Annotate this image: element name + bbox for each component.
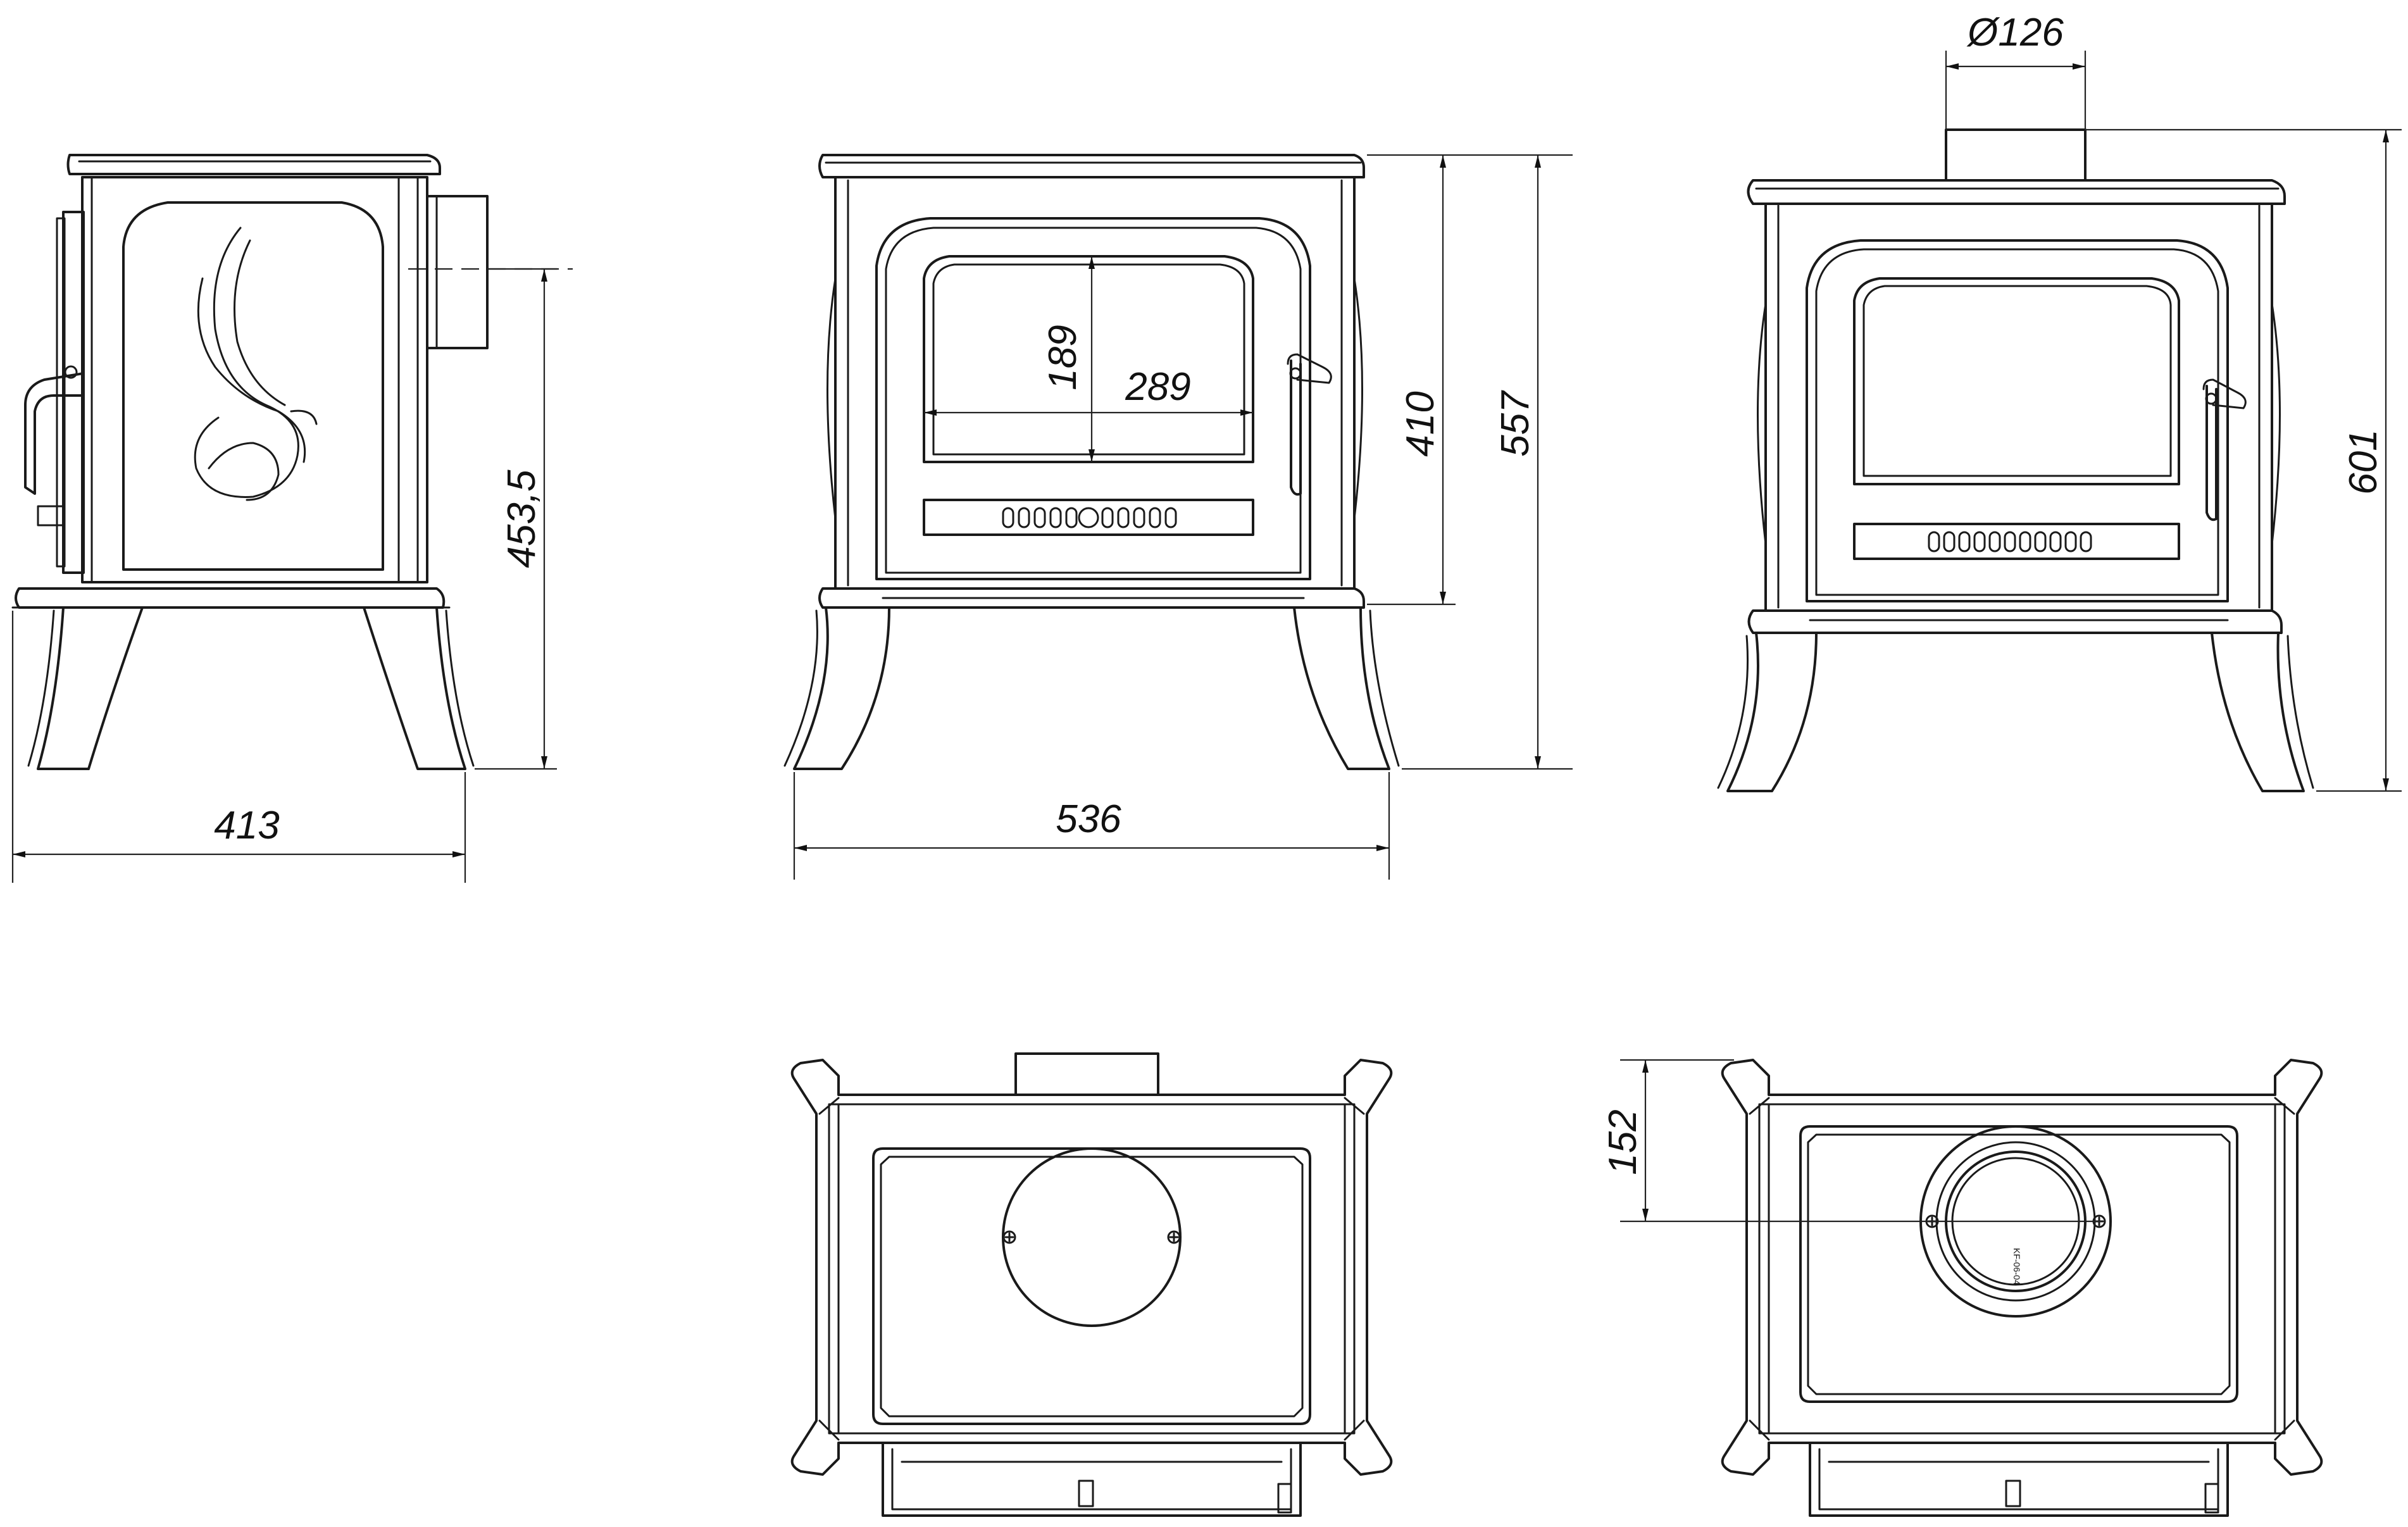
flue-collar-marking: KF-06-04 [2012,1248,2022,1285]
front-total-height-dimension: 557 [1494,390,1537,457]
air-vent-slots [1002,507,1177,528]
door-handle-icon [1287,353,1332,496]
tall-front-view: Ø126 601 [1717,11,2402,792]
glass-height-dimension: 189 [1041,325,1085,390]
top-view-closed [790,1052,1393,1517]
flue-cover-plate [1002,1147,1182,1327]
flame-ornament-icon [194,227,318,501]
top-view-open-flue: KF-06-04 152 [1601,1059,2323,1517]
side-view: 453,5 413 [11,154,573,883]
front-body-height-dimension: 410 [1399,391,1442,456]
flue-diameter-dimension: Ø126 [1966,11,2064,54]
air-vent-slots [1928,531,2092,552]
side-height-dimension: 453,5 [500,470,544,568]
front-width-dimension: 536 [1056,797,1121,841]
glass-width-dimension: 289 [1125,365,1190,409]
door-handle-icon [2202,378,2247,521]
front-view: 189 289 410 557 536 [783,154,1573,880]
side-depth-dimension: 413 [214,804,279,847]
flue-offset-dimension: 152 [1601,1109,1645,1175]
total-height-dimension: 601 [2342,429,2385,494]
